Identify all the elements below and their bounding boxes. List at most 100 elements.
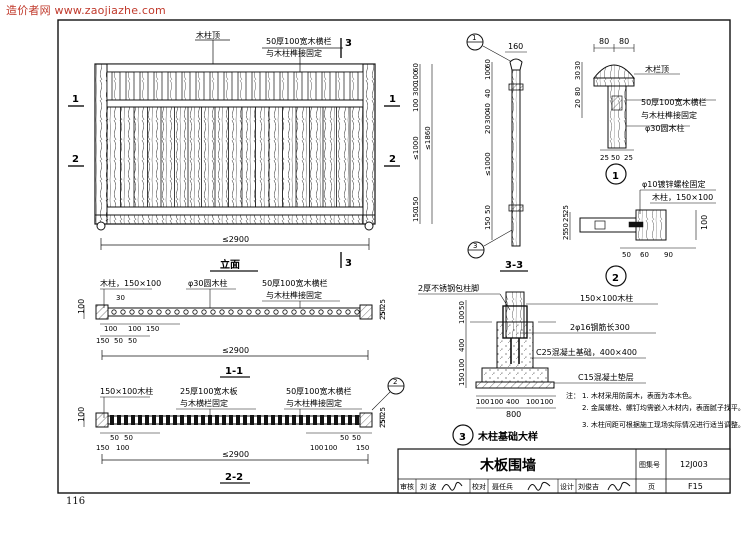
p22-board xyxy=(173,415,177,425)
tb-atlas-label: 图集号 xyxy=(639,460,660,469)
p11-round-post xyxy=(228,309,234,315)
note-2: 2. 金属螺栓、螺钉均需嵌入木材内，表面腻子找平。 xyxy=(582,403,744,412)
d1-bottom-dim: 50 xyxy=(611,154,620,162)
p11-round-post xyxy=(354,309,360,315)
fd-bottom-dim: 100 xyxy=(476,398,489,406)
p22-board xyxy=(292,415,296,425)
p11-spacing-dim: 100 xyxy=(104,325,117,333)
section33-dim: 20 xyxy=(484,125,492,134)
p22-callout: 2 xyxy=(393,378,397,386)
d2-left-dim: 25 xyxy=(562,213,570,222)
p11-round-post xyxy=(345,309,351,315)
elev-baluster xyxy=(139,71,149,101)
fd-label-footing: C25混凝土基础，400×400 xyxy=(536,347,637,357)
p22-dim-left: 150 xyxy=(96,444,109,452)
tb-designer: 刘俊吉 xyxy=(578,482,599,491)
p11-round-post xyxy=(300,309,306,315)
elev-baluster xyxy=(349,71,359,101)
p11-round-post xyxy=(273,309,279,315)
elev-side-dim: 100 xyxy=(412,71,420,84)
p11-round-post xyxy=(120,309,126,315)
d1-side-dim: 30 xyxy=(574,61,582,70)
p22-dim-left: 100 xyxy=(116,444,129,452)
p11-round-post xyxy=(174,309,180,315)
d1-side-dim: 20 xyxy=(574,99,582,108)
tb-atlas-no: 12J003 xyxy=(680,460,708,469)
p11-title: 1-1 xyxy=(225,366,243,377)
tb-checker: 聂任兵 xyxy=(492,482,513,491)
elev-side-dim: 150 xyxy=(412,209,420,222)
p22-dim-right: 50 xyxy=(352,434,361,442)
p22-board xyxy=(187,415,191,425)
fd-label-post: 150×100木柱 xyxy=(580,293,633,303)
p22-label-rail-2: 与木柱榫接固定 xyxy=(286,398,342,408)
p11-spacing-dim: 100 xyxy=(128,325,141,333)
note-1: 1. 木材采用防腐木，表面为本木色。 xyxy=(582,391,696,400)
d1-top-dim: 80 xyxy=(599,37,609,46)
p22-right-dim: 25 xyxy=(379,407,387,416)
fd-label-sleeve: 2厚不锈钢包柱脚 xyxy=(418,283,479,293)
p22-left-dim: 100 xyxy=(77,407,86,422)
tb-reviewer: 刘 波 xyxy=(420,482,436,491)
p22-board xyxy=(320,415,324,425)
section33-top-dim: 160 xyxy=(508,42,523,51)
section-mark-2-left: 2 xyxy=(72,154,79,165)
p22-board xyxy=(138,415,142,425)
p11-round-post xyxy=(327,309,333,315)
designer-signature xyxy=(607,481,631,491)
p11-round-post xyxy=(156,309,162,315)
section33-dim: 40 xyxy=(484,89,492,98)
plan-2-2-view: 150×100木柱 25厚100宽木板 与木横栏固定 50厚100宽木横栏 与木… xyxy=(77,377,405,484)
p11-round-post xyxy=(318,309,324,315)
p22-board xyxy=(152,415,156,425)
p22-board xyxy=(201,415,205,425)
p11-round-post xyxy=(237,309,243,315)
d1-label-rail-2: 与木柱榫接固定 xyxy=(641,110,697,120)
section33-title: 3-3 xyxy=(505,260,523,271)
p22-dim-right: 100 xyxy=(324,444,337,452)
sheet-frame xyxy=(57,19,731,494)
p22-board xyxy=(257,415,261,425)
p22-board xyxy=(299,415,303,425)
p11-round-post xyxy=(129,309,135,315)
elev-baluster xyxy=(251,71,261,101)
d1-label-round: φ30圆木柱 xyxy=(645,123,684,133)
elevation-view: 木柱顶 50厚100宽木横栏 与木柱榫接固定 3 3 1 1 2 2 ≤2900… xyxy=(68,30,433,272)
fd-total-dim: 800 xyxy=(506,410,521,419)
p11-round-post xyxy=(309,309,315,315)
p22-label-board-1: 25厚100宽木板 xyxy=(180,386,237,396)
fd-title: 木柱基础大样 xyxy=(477,430,538,443)
fd-side-dim: 100 xyxy=(458,359,466,372)
elev-baluster xyxy=(181,71,191,101)
p22-board xyxy=(208,415,212,425)
p11-round-post xyxy=(291,309,297,315)
p11-small-dim: 50 xyxy=(114,337,123,345)
note-3: 3. 木柱间距可根据施工现场实际情况进行适当调整。 xyxy=(582,420,744,429)
p11-round-post xyxy=(336,309,342,315)
plan-1-1-view: 木柱，150×100 φ30圆木柱 50厚100宽木横栏 与木柱榫接固定 30 … xyxy=(77,278,387,378)
d2-bottom-dim: 60 xyxy=(640,251,649,259)
p22-board xyxy=(159,415,163,425)
section33-dim: 100 xyxy=(484,67,492,80)
tb-review-label: 审核 xyxy=(400,482,414,491)
p22-board xyxy=(250,415,254,425)
p22-board xyxy=(341,415,345,425)
p22-board xyxy=(166,415,170,425)
elev-baluster xyxy=(293,71,303,101)
section33-dim: ≤1000 xyxy=(484,152,492,176)
tb-design-label: 设计 xyxy=(560,482,574,491)
fd-side-dim: 100 xyxy=(458,311,466,324)
p11-round-post xyxy=(138,309,144,315)
elev-baluster xyxy=(209,71,219,101)
p22-board xyxy=(306,415,310,425)
checker-signature xyxy=(527,481,551,491)
elev-baluster xyxy=(153,71,163,101)
watermark: 造价者网 www.zaojiazhe.com xyxy=(6,4,166,17)
p11-round-post xyxy=(264,309,270,315)
p22-board xyxy=(215,415,219,425)
elev-side-dim: 60 xyxy=(412,63,420,72)
d2-label-post: 木柱，150×100 xyxy=(652,192,713,202)
section33-dim: 50 xyxy=(484,205,492,214)
elev-baluster xyxy=(279,71,289,101)
